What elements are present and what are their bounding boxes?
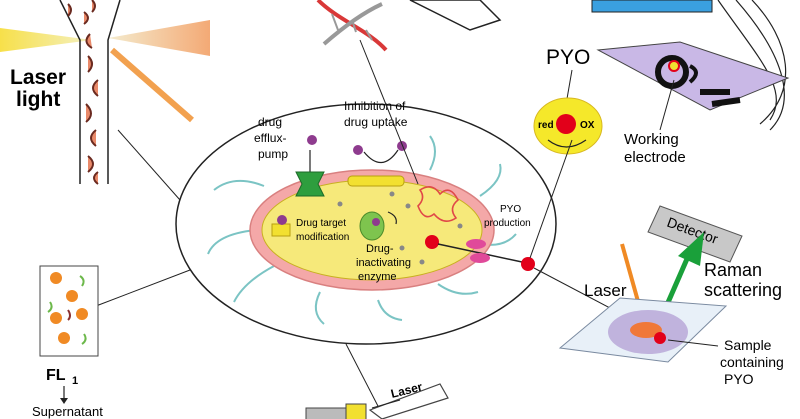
sample-pointer	[667, 339, 719, 347]
laser-light-label-line1: Laser	[10, 66, 66, 89]
raman-panel: Detector Raman scattering Laser Sample c…	[558, 205, 784, 387]
pyo-production-label-line1: PYO	[500, 204, 521, 215]
drug-inactivating-label-line1: Drug-	[366, 243, 394, 255]
fl1-subscript: 1	[72, 375, 78, 387]
laser-spot	[630, 322, 662, 338]
inhibition-label-line2: drug uptake	[344, 115, 408, 129]
laser-light-label-line2: light	[16, 88, 60, 111]
top-device	[409, 0, 502, 31]
redox-cycle-arrow	[547, 139, 587, 148]
flowing-bacteria	[67, 0, 99, 185]
dna-helix-icon	[316, 0, 388, 52]
flow-channel	[59, 0, 121, 184]
fl1-label: FL	[46, 367, 66, 384]
bottom-laser-panel: Laser	[305, 380, 449, 419]
drug-molecule	[307, 135, 317, 145]
detector-icon	[647, 205, 743, 263]
sample-label-line3: PYO	[724, 371, 754, 387]
drug-inactivating-label-line2: inactivating	[356, 257, 411, 269]
culture-cells	[47, 272, 88, 345]
redox-ox-label: OX	[580, 120, 595, 131]
culture-tube-panel: FL 1 Supernatant	[32, 265, 103, 419]
working-electrode-pointer	[659, 79, 675, 131]
raman-label-line2: scattering	[704, 280, 782, 300]
drug-efflux-label-line2: efflux-	[254, 131, 286, 145]
uptake-blocked-arrow	[363, 149, 399, 164]
drug-molecule	[277, 215, 287, 225]
pyo-exporter-icon	[466, 239, 486, 249]
bacterial-cell-panel: drug efflux- pump Inhibition of drug upt…	[175, 99, 557, 345]
small-molecules	[337, 191, 463, 265]
bacterial-dna-icon	[417, 186, 460, 222]
working-electrode-label-line1: Working	[624, 131, 679, 148]
drug-efflux-label-line1: drug	[258, 115, 282, 129]
drug-molecule	[397, 141, 407, 151]
porin-icon	[347, 175, 405, 187]
drug-target-icon	[271, 223, 291, 237]
laser-beam-diagonal	[110, 47, 194, 123]
drug-target-label-line2: modification	[296, 232, 349, 243]
electrode-panel: PYO red OX Working electrode	[533, 0, 790, 166]
raman-arrow-head	[678, 232, 704, 266]
blue-device	[591, 0, 713, 13]
drug-inactivating-label-line3: enzyme	[358, 271, 397, 283]
pyo-exporter-icon	[470, 253, 490, 263]
redox-red-label: red	[538, 120, 554, 131]
efflux-pump-icon	[295, 171, 325, 197]
raman-label-line1: Raman	[704, 260, 762, 280]
drug-molecule	[372, 218, 380, 226]
pyo-production-label-line2: production	[484, 218, 531, 229]
drug-target-label-line1: Drug target	[296, 218, 346, 229]
pyo-molecule-icon	[654, 332, 666, 344]
drug-efflux-label-line3: pump	[258, 147, 288, 161]
pyo-molecule-icon	[425, 235, 439, 249]
supernatant-arrow-head	[60, 398, 68, 404]
raman-laser-label: Laser	[584, 281, 627, 300]
supernatant-label: Supernatant	[32, 404, 103, 419]
pyo-molecule-icon	[521, 257, 535, 271]
sample-holder	[305, 407, 347, 419]
flagella	[207, 135, 517, 325]
pyo-label: PYO	[546, 46, 590, 69]
sample-label-line1: Sample	[724, 337, 772, 353]
sample-holder-top	[345, 403, 367, 419]
drug-molecule	[353, 145, 363, 155]
laser-beam-left	[0, 28, 92, 52]
laser-beam-right	[108, 20, 210, 56]
flow-channel-panel: Laser light	[0, 0, 210, 185]
working-electrode-label-line2: electrode	[624, 149, 686, 166]
enzyme-arrow	[387, 211, 397, 225]
inhibition-label-line1: Inhibition of	[344, 99, 406, 113]
laser-device-arrow	[371, 399, 401, 409]
pyo-molecule-icon	[556, 114, 576, 134]
inactivating-enzyme-icon	[359, 211, 385, 241]
sample-label-line2: containing	[720, 354, 784, 370]
laser-device	[368, 383, 449, 419]
